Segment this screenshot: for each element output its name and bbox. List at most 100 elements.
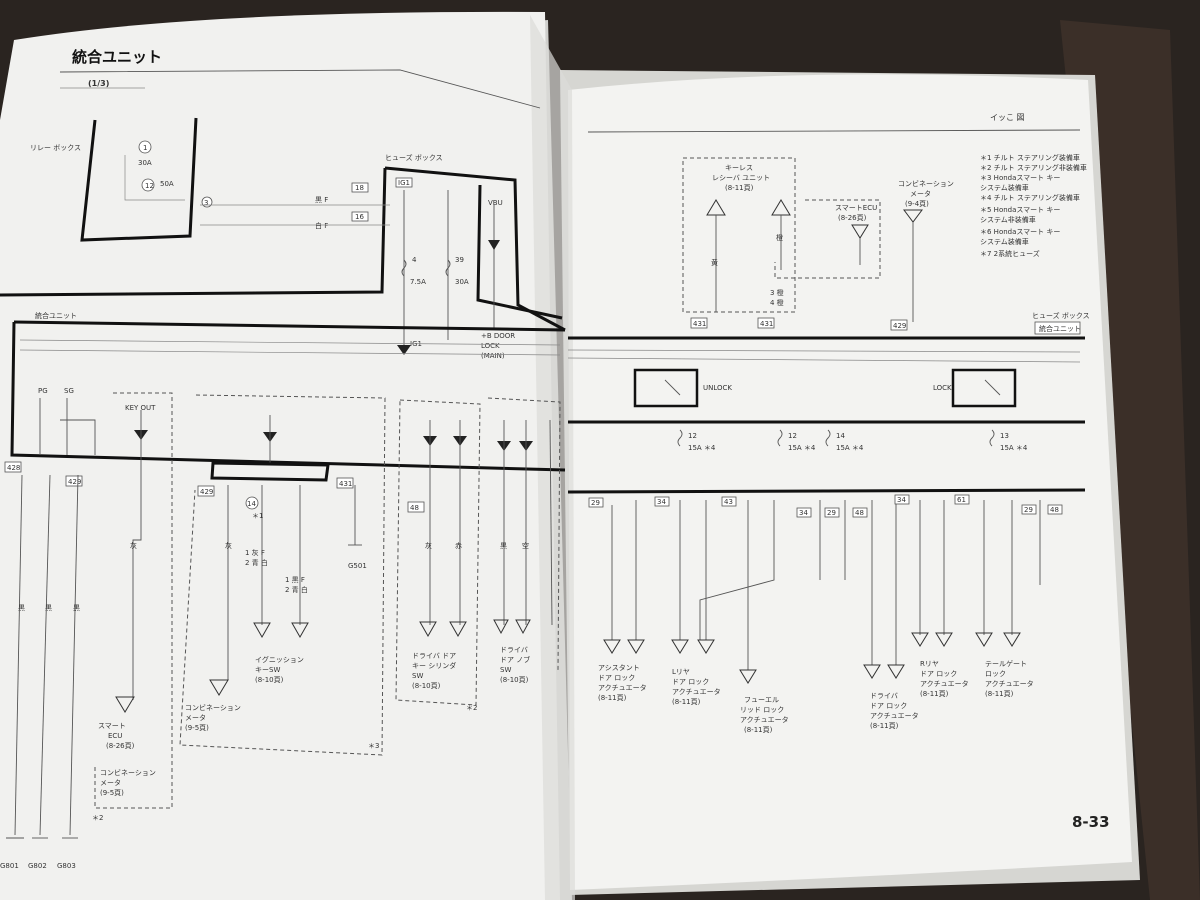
svg-text:(8-11頁): (8-11頁) <box>744 726 773 734</box>
svg-text:G501: G501 <box>348 562 367 570</box>
svg-text:キーSW: キーSW <box>255 666 280 674</box>
svg-text:15A ＊4: 15A ＊4 <box>688 444 716 452</box>
svg-text:13: 13 <box>1000 432 1009 440</box>
svg-text:(8-10頁): (8-10頁) <box>255 676 284 684</box>
svg-text:ドライバ: ドライバ <box>500 646 528 654</box>
svg-text:1: 1 <box>143 144 147 152</box>
svg-text:キーレス: キーレス <box>725 164 753 172</box>
svg-text:4 橙: 4 橙 <box>770 298 784 307</box>
svg-text:アクチュエータ: アクチュエータ <box>920 679 969 688</box>
svg-text:灰: 灰 <box>130 541 137 550</box>
svg-text:コンビネーション: コンビネーション <box>100 768 156 777</box>
svg-text:灰: 灰 <box>425 541 432 550</box>
svg-text:39: 39 <box>455 256 464 264</box>
svg-text:＊5 Hondaスマート キー: ＊5 Hondaスマート キー <box>980 206 1060 214</box>
svg-text:431: 431 <box>693 320 706 328</box>
svg-text:リレー ボックス: リレー ボックス <box>30 144 81 152</box>
svg-text:統合ユニット: 統合ユニット <box>35 311 77 320</box>
svg-text:29: 29 <box>827 509 836 517</box>
svg-text:レシーバ ユニット: レシーバ ユニット <box>712 174 770 182</box>
key-out-block: KEY OUT <box>94 392 173 809</box>
svg-text:白 F: 白 F <box>315 221 328 230</box>
svg-text:システム非装備車: システム非装備車 <box>980 215 1036 224</box>
svg-text:429: 429 <box>68 478 81 486</box>
right-page <box>568 74 1132 890</box>
right-integrated-unit: ヒューズ ボックス 統合ユニット UNLOCK LOCK 431 431 429 <box>567 311 1090 494</box>
left-connector-row: 428 429 429 431 48 14 G501 灰 灰 1 灰 F 2 青… <box>4 461 529 594</box>
svg-text:VBU: VBU <box>488 199 503 207</box>
svg-text:リッド ロック: リッド ロック <box>740 706 784 714</box>
svg-text:PG: PG <box>38 387 48 395</box>
svg-text:ドア ロック: ドア ロック <box>672 678 709 686</box>
svg-text:431: 431 <box>760 320 773 328</box>
svg-text:30A: 30A <box>455 278 469 286</box>
driver-door-block <box>395 397 561 706</box>
right-header: イッこ 図 <box>587 113 1081 133</box>
svg-text:429: 429 <box>200 488 213 496</box>
svg-text:G803: G803 <box>57 862 76 870</box>
svg-text:12: 12 <box>145 182 154 190</box>
svg-text:＊1: ＊1 <box>252 512 263 520</box>
svg-text:フューエル: フューエル <box>744 696 779 704</box>
svg-text:ヒューズ ボックス: ヒューズ ボックス <box>385 153 443 162</box>
svg-text:G801: G801 <box>0 862 19 870</box>
svg-text:統合ユニット: 統合ユニット <box>1039 324 1081 333</box>
svg-text:15A ＊4: 15A ＊4 <box>836 444 864 452</box>
svg-text:UNLOCK: UNLOCK <box>703 384 732 392</box>
svg-text:G802: G802 <box>28 862 47 870</box>
svg-text:IG1: IG1 <box>398 179 410 187</box>
svg-text:LOCK: LOCK <box>481 342 500 350</box>
svg-text:システム装備車: システム装備車 <box>980 237 1029 246</box>
relay-box: リレー ボックス 1 12 30A 50A 3 <box>30 117 213 242</box>
svg-text:(8-10頁): (8-10頁) <box>412 682 441 690</box>
svg-text:KEY OUT: KEY OUT <box>125 404 156 412</box>
svg-text:3: 3 <box>204 199 208 207</box>
svg-text:(8-11頁): (8-11頁) <box>920 690 949 698</box>
svg-text:アクチュエータ: アクチュエータ <box>672 687 721 696</box>
svg-text:黄: 黄 <box>711 258 718 267</box>
svg-text:＊2: ＊2 <box>92 814 103 822</box>
svg-text:アクチュエータ: アクチュエータ <box>598 683 647 692</box>
svg-text:黒: 黒 <box>500 542 507 550</box>
svg-text:(8-11頁): (8-11頁) <box>725 184 754 192</box>
right-destination-symbols <box>603 632 1021 684</box>
legend: ＊1 チルト ステアリング装備車 ＊2 チルト ステアリング非装備車 ＊3 Ho… <box>980 153 1087 258</box>
svg-text:メータ: メータ <box>910 189 931 198</box>
svg-text:(8-11頁): (8-11頁) <box>985 690 1014 698</box>
combination-meter-block: コンビネーション メータ (9-4頁) <box>898 179 954 322</box>
svg-text:50A: 50A <box>160 180 174 188</box>
svg-text:コンビネーション: コンビネーション <box>898 179 954 188</box>
svg-text:Lリヤ: Lリヤ <box>672 668 690 676</box>
svg-text:2 青 白: 2 青 白 <box>285 585 308 594</box>
svg-text:7.5A: 7.5A <box>410 278 426 286</box>
svg-text:(9-5頁): (9-5頁) <box>185 724 209 732</box>
svg-text:16: 16 <box>355 213 364 221</box>
svg-text:48: 48 <box>410 504 419 512</box>
svg-text:(8-11頁): (8-11頁) <box>598 694 627 702</box>
svg-text:29: 29 <box>1024 506 1033 514</box>
svg-text:48: 48 <box>855 509 864 517</box>
svg-text:イグニッション: イグニッション <box>255 655 304 664</box>
page-subtitle: (1/3) <box>88 79 109 88</box>
keyless-receiver-block: キーレス レシーバ ユニット (8-11頁) 黄 橙 3 橙 4 橙 スマートE… <box>682 157 881 313</box>
left-page <box>0 11 560 900</box>
right-wires: 29 34 43 34 29 48 34 61 29 48 <box>588 494 1063 670</box>
page-title: 統合ユニット <box>72 48 162 66</box>
svg-text:(8-11頁): (8-11頁) <box>870 722 899 730</box>
svg-text:431: 431 <box>339 480 352 488</box>
svg-text:テールゲート: テールゲート <box>985 659 1027 668</box>
svg-text:48: 48 <box>1050 506 1059 514</box>
svg-text:アクチュエータ: アクチュエータ <box>985 679 1034 688</box>
svg-text:橙: 橙 <box>776 233 783 242</box>
page-number: 8-33 <box>1072 813 1110 831</box>
right-fuses: 12 15A ＊4 12 15A ＊4 14 15A ＊4 13 15A ＊4 <box>677 429 1028 452</box>
svg-text:3 橙: 3 橙 <box>770 288 784 297</box>
svg-text:(8-26頁): (8-26頁) <box>838 214 867 222</box>
svg-text:＊3 Hondaスマート キー: ＊3 Hondaスマート キー <box>980 174 1060 182</box>
svg-text:SW: SW <box>412 672 423 680</box>
svg-text:ロック: ロック <box>985 670 1006 678</box>
left-destination-symbols <box>115 619 531 713</box>
svg-text:15A ＊4: 15A ＊4 <box>788 444 816 452</box>
svg-text:43: 43 <box>724 498 733 506</box>
